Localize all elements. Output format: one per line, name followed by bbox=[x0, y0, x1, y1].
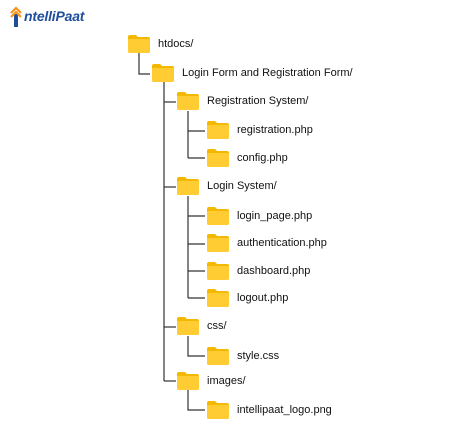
tree-node-label: htdocs/ bbox=[158, 38, 194, 50]
tree-node-label: Login Form and Registration Form/ bbox=[182, 67, 353, 79]
tree-node-label: registration.php bbox=[237, 124, 313, 136]
logo-mark-icon bbox=[10, 6, 22, 27]
tree-node-label: dashboard.php bbox=[237, 265, 311, 277]
folder-icon bbox=[207, 401, 229, 419]
tree-node-label: login_page.php bbox=[237, 210, 313, 222]
folder-icon bbox=[207, 289, 229, 307]
intellipaat-logo: ntelliPaat bbox=[10, 6, 130, 30]
folder-icon bbox=[207, 207, 229, 225]
folder-icon bbox=[207, 262, 229, 280]
folder-icon bbox=[128, 35, 150, 53]
tree-node-label: logout.php bbox=[237, 292, 289, 304]
tree-node-label: config.php bbox=[237, 152, 288, 164]
tree-node-label: Registration System/ bbox=[207, 95, 309, 107]
tree-node-label: style.css bbox=[237, 350, 280, 362]
folder-icon bbox=[177, 177, 199, 195]
tree-node-label: css/ bbox=[207, 320, 227, 332]
tree-node-label: intellipaat_logo.png bbox=[237, 404, 332, 416]
tree-node-label: authentication.php bbox=[237, 237, 327, 249]
folder-icon bbox=[177, 372, 199, 390]
folder-icon bbox=[207, 149, 229, 167]
logo-text: ntelliPaat bbox=[24, 8, 85, 24]
folder-icon bbox=[207, 234, 229, 252]
folder-icon bbox=[207, 347, 229, 365]
tree-node-label: Login System/ bbox=[207, 180, 277, 192]
folder-icon bbox=[177, 317, 199, 335]
folder-icon bbox=[207, 121, 229, 139]
folder-icon bbox=[152, 64, 174, 82]
folder-icon bbox=[177, 92, 199, 110]
tree-node-label: images/ bbox=[207, 375, 246, 387]
